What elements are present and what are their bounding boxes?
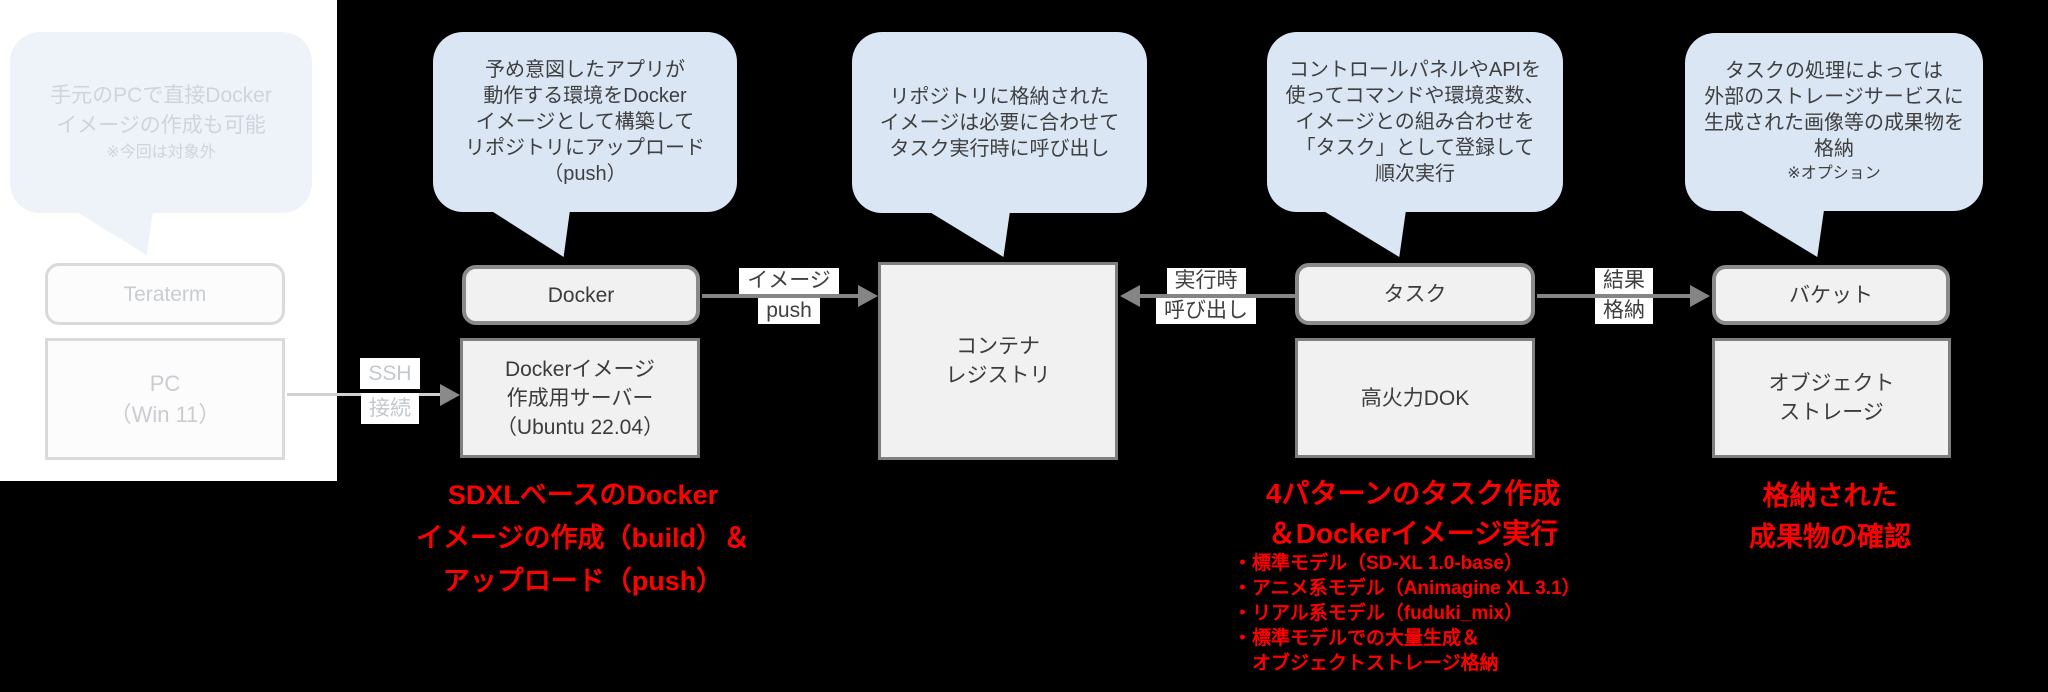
task-box-label: タスク <box>1383 282 1447 306</box>
container-registry-box: コンテナ レジストリ <box>878 262 1118 460</box>
pc-box-label: PC （Win 11） <box>109 371 221 427</box>
local-pc-bubble-text: 手元のPCで直接Docker イメージの作成も可能 <box>50 83 272 137</box>
bucket-bubble-tail <box>1740 210 1824 257</box>
bucket-bubble: タスクの処理によっては 外部のストレージサービスに 生成された画像等の成果物を … <box>1685 33 1983 211</box>
docker-bubble: 予め意図したアプリが 動作する環境をDocker イメージとして構築して リポジ… <box>433 32 737 212</box>
task-bubble: コントロールパネルやAPIを 使ってコマンドや環境変数、 イメージとの組み合わせ… <box>1267 32 1563 212</box>
build-server-box-label: Dockerイメージ 作成用サーバー （Ubuntu 22.04） <box>495 357 665 439</box>
runtime-call-arrow-label: 実行時 呼び出し <box>1140 268 1272 324</box>
ssh-arrow-label-line2: 接続 <box>361 393 419 424</box>
task-patterns-bullets: ・標準モデル（SD-XL 1.0-base） ・アニメ系モデル（Animagin… <box>1233 553 1581 674</box>
task-bubble-tail <box>1322 210 1406 257</box>
runtime-call-arrow-label-line2: 呼び出し <box>1156 298 1256 324</box>
runtime-call-arrow-line <box>1140 294 1297 298</box>
docker-bubble-tail <box>490 210 570 257</box>
build-server-box: Dockerイメージ 作成用サーバー （Ubuntu 22.04） <box>460 338 700 458</box>
task-box: タスク <box>1295 263 1535 325</box>
teraterm-box-label: Teraterm <box>123 282 207 306</box>
task-bubble-text: コントロールパネルやAPIを 使ってコマンドや環境変数、 イメージとの組み合わせ… <box>1285 59 1545 185</box>
task-patterns-heading: 4パターンのタスク作成 ＆Dockerイメージ実行 <box>1265 478 1561 549</box>
bucket-box-label: バケット <box>1789 283 1873 307</box>
result-store-arrow-head <box>1690 285 1710 307</box>
teraterm-box: Teraterm <box>45 263 285 325</box>
result-store-arrow-label-line2: 格納 <box>1595 298 1653 324</box>
result-store-arrow-label: 結果 格納 <box>1558 268 1690 324</box>
bucket-box: バケット <box>1712 265 1950 325</box>
runtime-call-arrow-label-line1: 実行時 <box>1166 268 1246 294</box>
image-push-arrow-label: イメージ push <box>723 268 855 324</box>
ssh-arrow-label: SSH 接続 <box>338 358 442 424</box>
docker-box-label: Docker <box>547 283 615 307</box>
object-storage-box-label: オブジェクト ストレージ <box>1768 372 1895 424</box>
runtime-call-arrow-head <box>1120 285 1140 307</box>
object-storage-box: オブジェクト ストレージ <box>1712 338 1951 458</box>
build-note: SDXLベースのDocker イメージの作成（build）＆ アップロード（pu… <box>416 480 750 596</box>
image-push-arrow-label-line2: push <box>758 298 820 324</box>
registry-bubble: リポジトリに格納された イメージは必要に合わせて タスク実行時に呼び出し <box>852 32 1147 213</box>
verify-note: 格納された 成果物の確認 <box>1749 481 1911 552</box>
pc-box: PC （Win 11） <box>45 338 285 460</box>
result-store-arrow-label-line1: 結果 <box>1595 268 1653 294</box>
registry-bubble-tail <box>928 211 1010 257</box>
docker-bubble-text: 予め意図したアプリが 動作する環境をDocker イメージとして構築して リポジ… <box>465 59 705 185</box>
image-push-arrow-head <box>858 285 878 307</box>
docker-box: Docker <box>462 265 700 325</box>
ssh-arrow-head <box>440 384 460 406</box>
bucket-bubble-note: ※オプション <box>1787 165 1881 182</box>
bucket-bubble-text: タスクの処理によっては 外部のストレージサービスに 生成された画像等の成果物を … <box>1704 60 1964 160</box>
dok-box: 高火力DOK <box>1295 338 1535 458</box>
ssh-arrow-label-line1: SSH <box>360 358 420 389</box>
registry-bubble-text: リポジトリに格納された イメージは必要に合わせて タスク実行時に呼び出し <box>879 85 1120 160</box>
image-push-arrow-label-line1: イメージ <box>739 268 839 294</box>
image-push-arrow-line <box>702 294 860 298</box>
local-pc-bubble-note: ※今回は対象外 <box>106 143 216 161</box>
container-registry-box-label: コンテナ レジストリ <box>945 335 1051 387</box>
dok-box-label: 高火力DOK <box>1360 386 1470 410</box>
result-store-arrow-line <box>1537 294 1694 298</box>
local-pc-bubble: 手元のPCで直接Docker イメージの作成も可能 ※今回は対象外 <box>10 32 312 213</box>
